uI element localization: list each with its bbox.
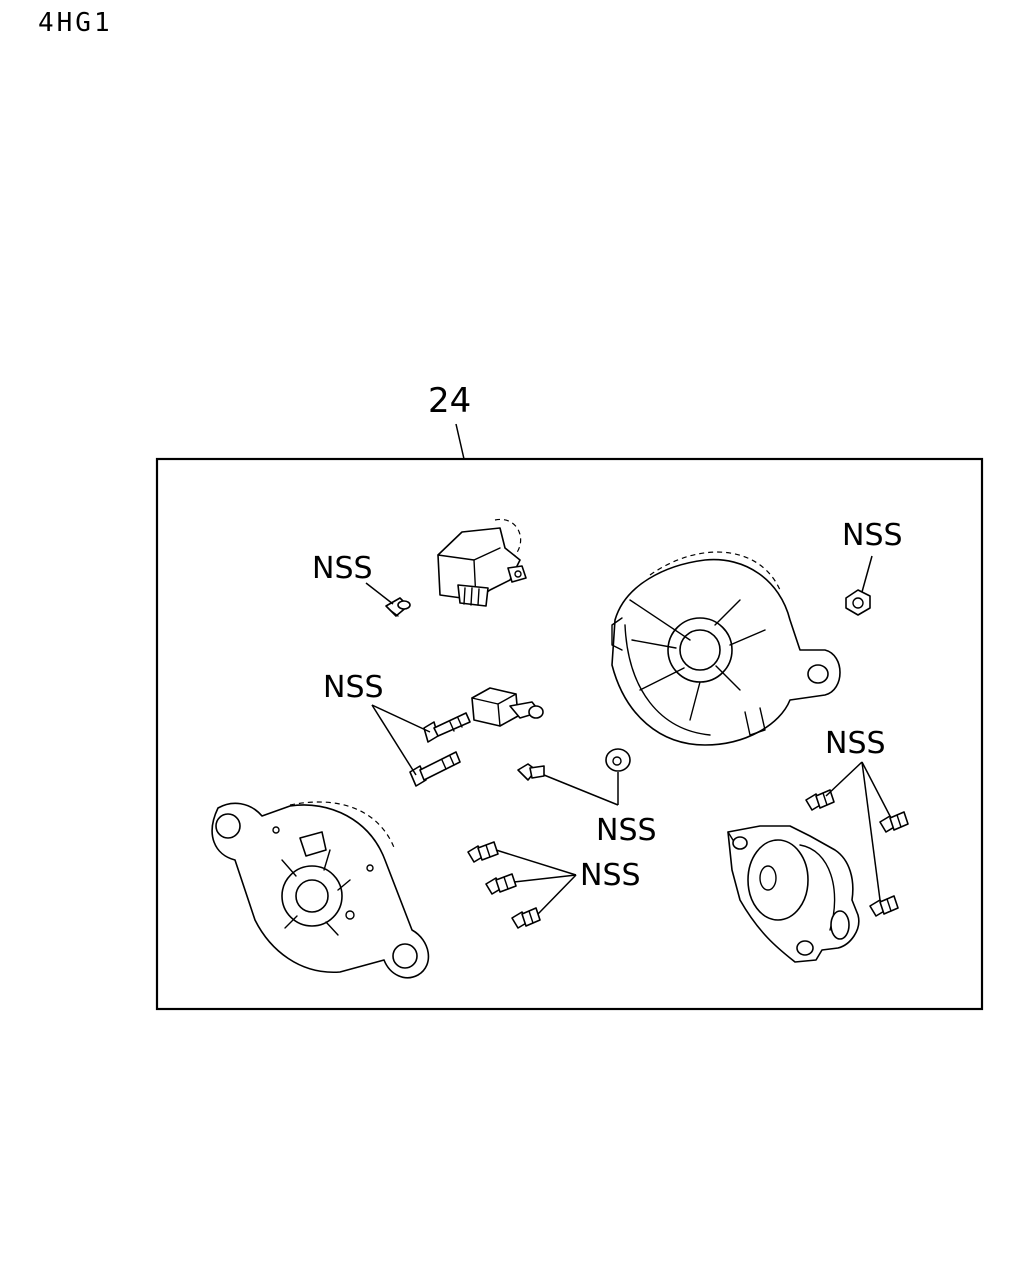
model-code: 4HG1 (38, 8, 113, 38)
nss-leader-5a (495, 849, 577, 876)
regulator-part (437, 518, 527, 607)
nss-label-4: NSS (596, 813, 657, 848)
nss-label-3: NSS (323, 670, 384, 705)
nss-leader-3a (371, 704, 431, 733)
nss-leader-1 (365, 582, 394, 605)
screw-1 (385, 597, 411, 617)
nss-leader-3b (371, 704, 417, 776)
assembly-frame (155, 457, 984, 1011)
screw-group-center (467, 841, 541, 929)
front-housing-part (211, 801, 430, 979)
rear-housing-part (611, 551, 841, 746)
nss-label-2: NSS (842, 518, 903, 553)
screw-group-right (805, 789, 909, 917)
nss-label-6: NSS (825, 726, 886, 761)
terminal-part (471, 687, 544, 727)
through-bolt-2 (409, 751, 461, 787)
nss-leader-4a (543, 774, 619, 806)
nss-leader-5c (537, 874, 577, 915)
nss-leader-2 (861, 555, 873, 593)
washer-center (605, 748, 631, 772)
nss-leader-6b (861, 761, 891, 817)
assembly-leader (455, 423, 465, 460)
nss-leader-6c (861, 761, 881, 901)
through-bolt-1 (423, 712, 471, 743)
nss-label-5: NSS (580, 858, 641, 893)
assembly-number: 24 (428, 381, 471, 421)
bracket-part (727, 825, 860, 963)
nut-1 (845, 589, 871, 616)
bolt-center (517, 763, 545, 781)
nss-label-1: NSS (312, 551, 373, 586)
nss-leader-5b (513, 874, 577, 883)
nss-leader-6a (825, 761, 863, 797)
